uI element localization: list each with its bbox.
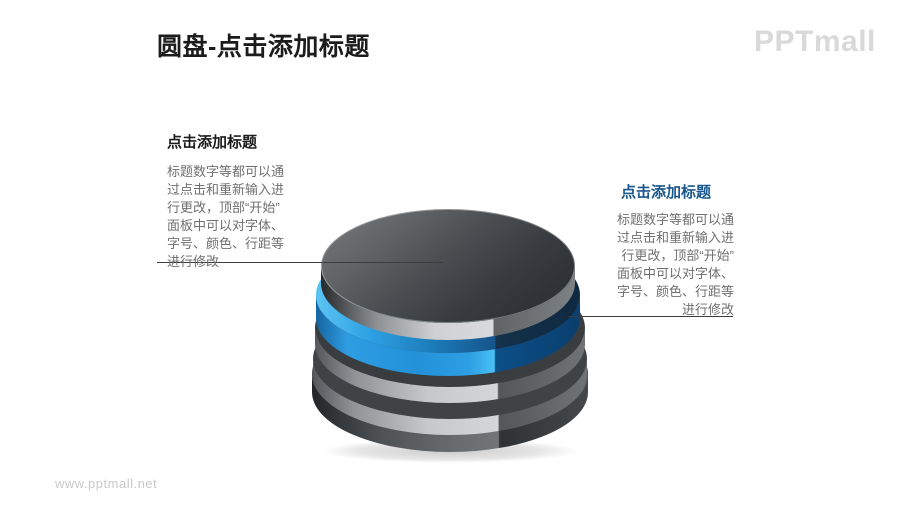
callout-right-heading[interactable]: 点击添加标题 xyxy=(620,184,711,201)
callout-block-left[interactable]: 点击添加标题 标题数字等都可以通 过点击和重新输入进 行更改，顶部“开始” 面板… xyxy=(167,131,291,271)
callout-left-body[interactable]: 标题数字等都可以通 过点击和重新输入进 行更改，顶部“开始” 面板中可以对字体、… xyxy=(167,164,285,269)
callout-line-left xyxy=(157,262,443,263)
callout-left-heading[interactable]: 点击添加标题 xyxy=(167,134,258,151)
pptmall-logo: PPTmall xyxy=(754,25,876,58)
watermark: www.pptmall.net xyxy=(55,476,158,491)
callout-block-right[interactable]: 点击添加标题 标题数字等都可以通 过点击和重新输入进 行更改，顶部“开始” 面板… xyxy=(598,181,734,319)
callout-right-body[interactable]: 标题数字等都可以通 过点击和重新输入进 行更改，顶部“开始” 面板中可以对字体、… xyxy=(616,212,734,317)
disc-1-top[interactable] xyxy=(321,209,575,340)
callout-line-right xyxy=(568,316,733,317)
slide-title[interactable]: 圆盘-点击添加标题 xyxy=(157,33,370,61)
